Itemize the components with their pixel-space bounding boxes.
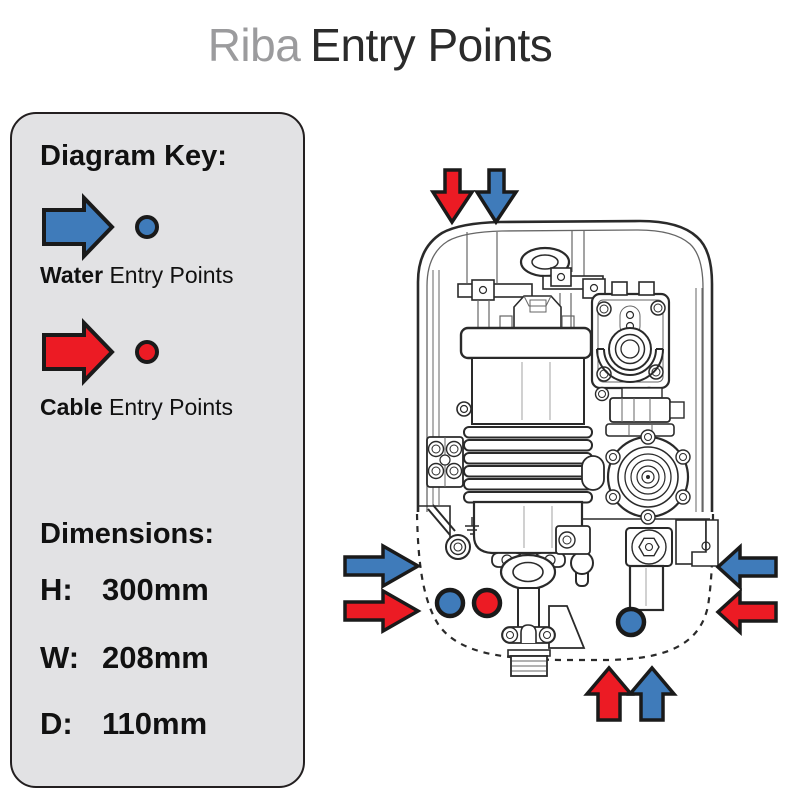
dimension-width-row: W: 208mm xyxy=(40,640,209,676)
cable-entry-arrow-top-icon xyxy=(429,168,476,226)
water-entry-arrow-right-icon xyxy=(715,543,778,591)
water-arrow-icon xyxy=(42,193,115,261)
cable-entry-label-rest: Entry Points xyxy=(102,394,234,420)
water-entry-arrow-left-icon xyxy=(343,542,422,590)
dimension-depth-value: 110mm xyxy=(102,706,208,741)
cable-entry-arrow-bottom-icon xyxy=(583,665,635,722)
water-entry-label-bold: Water xyxy=(40,262,104,288)
water-entry-dot-bottom-right-icon xyxy=(615,606,647,638)
product-name: Riba xyxy=(207,19,301,71)
cable-entry-arrow-left-icon xyxy=(343,587,422,635)
cable-dot-icon xyxy=(135,340,159,364)
water-entry-label: Water Entry Points xyxy=(40,262,233,289)
dimension-width-label: W: xyxy=(40,640,80,675)
water-entry-dot-bottom-left-icon xyxy=(434,587,466,619)
water-dot-icon xyxy=(135,215,159,239)
key-heading: Diagram Key: xyxy=(40,140,227,172)
water-entry-label-rest: Entry Points xyxy=(103,262,234,288)
dimension-depth-row: D: 110mm xyxy=(40,706,207,742)
dimension-depth-label: D: xyxy=(40,706,73,741)
shower-unit-drawing xyxy=(415,219,719,677)
cable-entry-label: Cable Entry Points xyxy=(40,394,233,421)
dimension-height-value: 300mm xyxy=(102,572,209,607)
title-suffix: Entry Points xyxy=(310,19,553,71)
water-entry-arrow-top-icon xyxy=(473,168,520,226)
cable-arrow-icon xyxy=(42,318,115,386)
dimension-height-row: H: 300mm xyxy=(40,572,209,608)
dimension-width-value: 208mm xyxy=(102,640,209,675)
dimension-height-label: H: xyxy=(40,572,73,607)
cable-entry-dot-bottom-left-icon xyxy=(471,587,503,619)
cable-entry-arrow-right-icon xyxy=(715,588,778,636)
cable-entry-label-bold: Cable xyxy=(40,394,103,420)
water-entry-arrow-bottom-icon xyxy=(626,665,678,722)
dimensions-heading: Dimensions: xyxy=(40,518,215,550)
